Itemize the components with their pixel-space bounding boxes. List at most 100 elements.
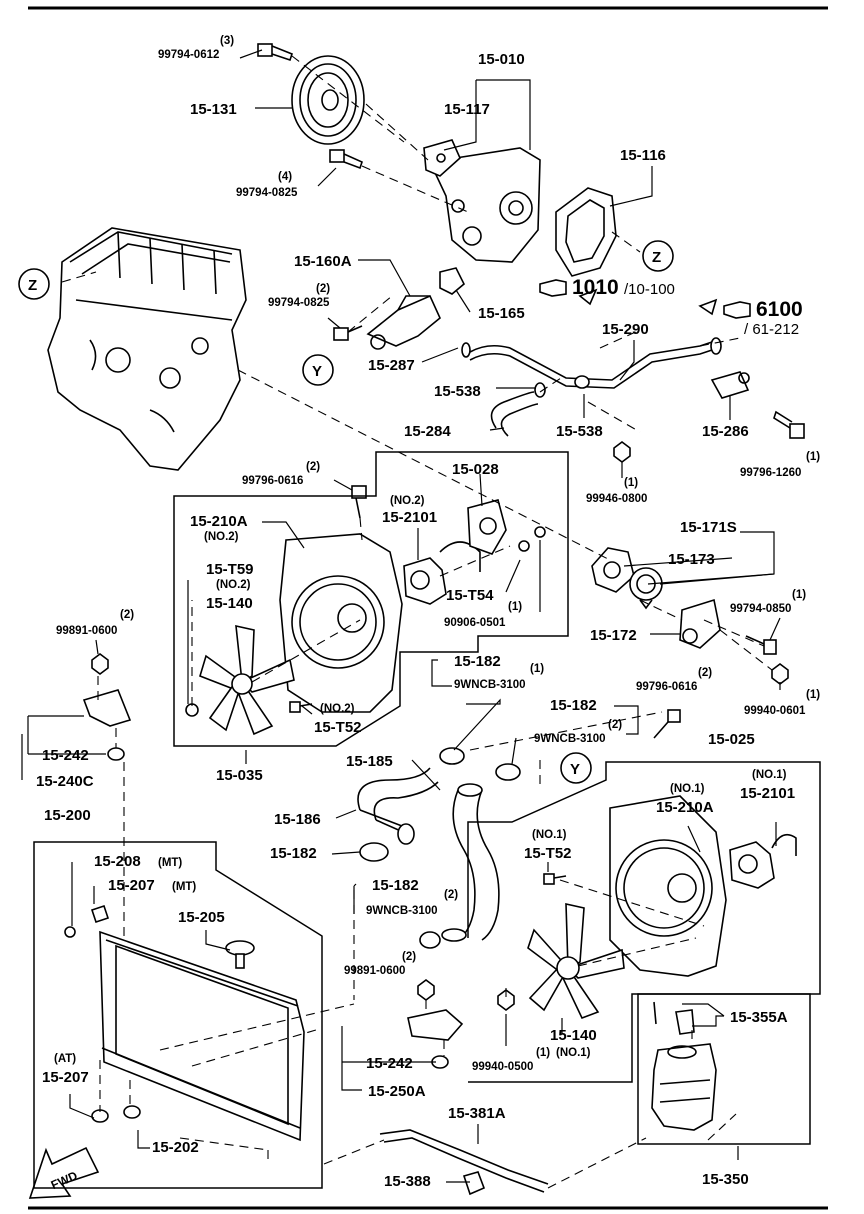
label-qty-2-g: (2) (402, 951, 416, 963)
label-99946-0800: 99946-0800 (586, 493, 647, 505)
water-pump-pulley (291, 55, 365, 145)
label-ref-6100-sub: / 61-212 (744, 321, 799, 338)
fan-blade-no1 (527, 902, 625, 1020)
fan-bolt-99796-0616 (351, 485, 367, 519)
box-15-035 (173, 451, 569, 747)
label-qty-2-a: (2) (316, 283, 330, 295)
label-15-242-a: 15-242 (42, 747, 89, 764)
hose-clip-15-388 (462, 1171, 486, 1196)
label-15-2101-left: 15-2101 (382, 509, 437, 526)
fan-motor-no1 (729, 833, 797, 889)
radiator-cap-15-205 (225, 940, 255, 969)
fan-relay-15-028 (467, 499, 507, 555)
label-15-207-at: 15-207 (42, 1069, 89, 1086)
radiator-mount-upper-left (82, 653, 132, 761)
label-15-350: 15-350 (702, 1171, 749, 1188)
radiator-hose-15-185 (441, 783, 500, 942)
label-15-010: 15-010 (478, 51, 525, 68)
label-15-182-c: 15-182 (270, 845, 317, 862)
label-no1-c: (NO.1) (532, 829, 567, 841)
outlet-bolt (333, 325, 363, 341)
drain-plug-15-208 (64, 926, 76, 938)
label-15-207-mt: 15-207 (108, 877, 155, 894)
label-no2-b: (NO.2) (204, 531, 239, 543)
label-99796-0616-b: 99796-0616 (636, 681, 697, 693)
thermostat-gasket-15-173 (591, 547, 635, 593)
drain-plug-15-202 (123, 1105, 141, 1119)
label-99794-0825-b: 99794-0825 (268, 297, 330, 309)
label-mt-b: (MT) (172, 881, 196, 893)
label-qty-1-b: (1) (624, 477, 638, 489)
label-15-035: 15-035 (216, 767, 263, 784)
label-15-538-b: 15-538 (556, 423, 603, 440)
label-qty-1-a: (1) (806, 451, 820, 463)
nut-99946-0800 (613, 441, 631, 463)
z-marker-circle-2 (18, 268, 50, 300)
label-qty-3: (3) (220, 35, 234, 47)
label-99891-0600-a: 99891-0600 (56, 625, 117, 637)
water-pump-bolt (329, 149, 363, 170)
outlet-gasket-15-165 (439, 267, 465, 295)
label-qty-2-d: (2) (698, 667, 712, 679)
radiator-mount-lower-right (407, 979, 464, 1069)
label-15-208: 15-208 (94, 853, 141, 870)
thermostat-15-171s (629, 567, 663, 610)
label-z-1: Z (652, 249, 661, 266)
box-15-350 (637, 993, 811, 1145)
water-pump-gasket (555, 187, 617, 277)
overflow-hose-15-381a (379, 1129, 549, 1193)
label-ref-1010: 1010 (572, 276, 619, 299)
label-qty-1-d: (1) (792, 589, 806, 601)
label-15-140-right: 15-140 (550, 1027, 597, 1044)
label-99940-0500: 99940-0500 (472, 1061, 533, 1073)
label-no1-d: (NO.1) (556, 1047, 591, 1059)
label-15-290: 15-290 (602, 321, 649, 338)
y-marker-circle-2 (560, 752, 592, 784)
label-15-173: 15-173 (668, 551, 715, 568)
label-15-171s: 15-171S (680, 519, 737, 536)
label-15-172: 15-172 (590, 627, 637, 644)
arrow-head-1010 (578, 288, 598, 306)
part-labels: (3) 99794-0612 15-010 15-117 15-131 15-1… (28, 35, 820, 1192)
label-ref-6100: 6100 (756, 298, 803, 321)
label-15-131: 15-131 (190, 101, 237, 118)
label-99796-0616-a: 99796-0616 (242, 475, 303, 487)
label-9wncb-3100-a: 9WNCB-3100 (454, 679, 526, 691)
fan-blade-no2 (199, 624, 295, 736)
reservoir-tank (651, 1043, 717, 1131)
label-15-210a-right: 15-210A (656, 799, 714, 816)
water-pump-body (423, 139, 541, 263)
label-no2-a: (NO.2) (390, 495, 425, 507)
label-qty-1-c: (1) (508, 601, 522, 613)
fan-motor-no2 (403, 541, 481, 605)
label-15-185: 15-185 (346, 753, 393, 770)
label-99794-0850: 99794-0850 (730, 603, 791, 615)
label-15-284: 15-284 (404, 423, 451, 440)
label-qty-2-b: (2) (306, 461, 320, 473)
label-qty-1-e: (1) (530, 663, 544, 675)
label-z-2: Z (28, 277, 37, 294)
fan-washer-90906-0501 (518, 526, 546, 552)
label-15-182-b: 15-182 (550, 697, 597, 714)
arrow-head-6100 (698, 298, 718, 316)
label-15-t52-left: 15-T52 (314, 719, 362, 736)
label-15-182-a: 15-182 (454, 653, 501, 670)
label-15-2101-right: 15-2101 (740, 785, 795, 802)
radiator-hose-15-186 (357, 767, 439, 845)
label-qty-2-e: (2) (608, 719, 622, 731)
hose-clamps-15-182 (359, 747, 521, 949)
label-15-186: 15-186 (274, 811, 321, 828)
y-marker-circle-1 (302, 354, 334, 386)
fan-shroud-no1 (609, 795, 727, 977)
label-15-t54: 15-T54 (446, 587, 494, 604)
label-15-117: 15-117 (444, 101, 490, 118)
label-15-250a: 15-250A (368, 1083, 426, 1100)
label-15-200: 15-200 (44, 807, 91, 824)
label-no2-c: (NO.2) (216, 579, 251, 591)
label-y-1: Y (312, 363, 322, 380)
label-15-025: 15-025 (708, 731, 755, 748)
box-15-025 (467, 761, 821, 1083)
label-15-165: 15-165 (478, 305, 525, 322)
label-15-286: 15-286 (702, 423, 749, 440)
